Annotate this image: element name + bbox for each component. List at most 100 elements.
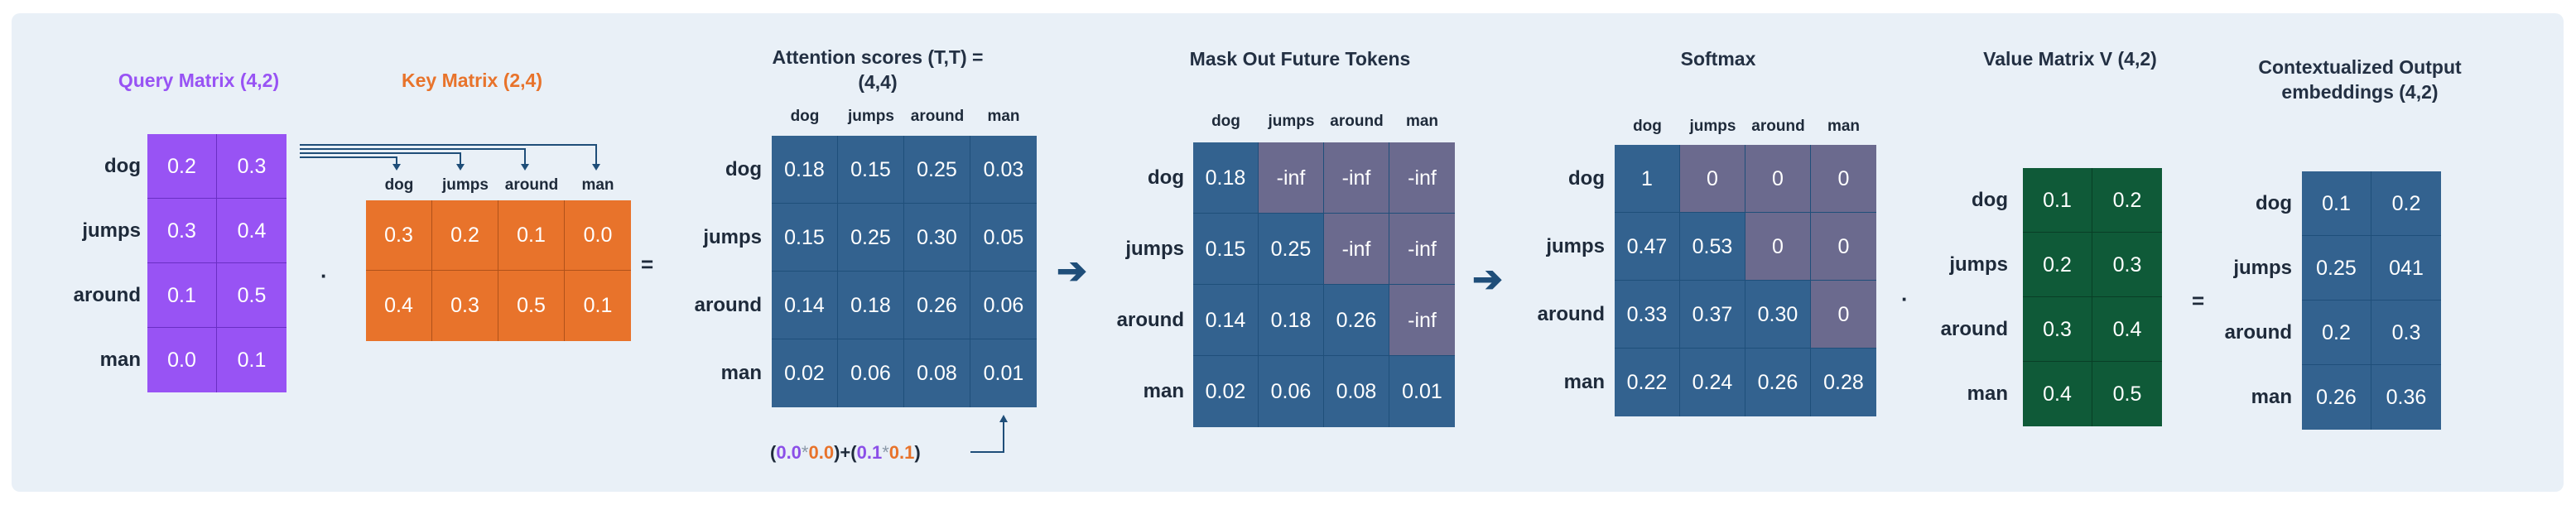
mask-title: Mask Out Future Tokens: [1189, 48, 1411, 70]
key-col-label-around: around: [504, 176, 559, 194]
value-row-label-jumps: jumps: [1949, 253, 2008, 276]
scores-title-line2: (4,4): [858, 71, 898, 93]
value-row-label-man: man: [1967, 382, 2008, 405]
formula-key-value-1: 0.0: [808, 442, 835, 463]
formula-close-paren-1: ): [834, 442, 840, 463]
output-cell-r2c1: 0.25: [2302, 236, 2371, 301]
scores-col-label-around: around: [910, 108, 965, 125]
key-matrix-title: Key Matrix (2,4): [401, 70, 542, 91]
masked-cell-r3c2: 0.18: [1259, 285, 1324, 356]
softmax-row-label-around: around: [1537, 303, 1605, 325]
formula-pointer-arrow: [970, 415, 1008, 453]
softmax-cell-r3c2: 0.37: [1680, 281, 1745, 349]
scores-cell-r4c4: 0.01: [970, 339, 1037, 407]
value-cell-r4c2: 0.5: [2092, 362, 2162, 426]
output-title-line1: Contextualized Output: [2258, 56, 2462, 78]
scores-cell-r3c3: 0.26: [904, 272, 970, 339]
formula-query-value-1: 0.0: [776, 442, 802, 463]
value-cell-r4c1: 0.4: [2023, 362, 2092, 426]
dot-operator-1: ·: [320, 263, 328, 288]
softmax-cell-r2c4: 0: [1811, 213, 1876, 281]
formula-close-paren-2: ): [914, 442, 921, 463]
output-cell-r1c2: 0.2: [2371, 171, 2441, 236]
masked-cell-r1c1: 0.18: [1193, 142, 1259, 214]
masked-col-label-man: man: [1405, 113, 1439, 130]
masked-cell-r2c4: -inf: [1389, 214, 1455, 285]
masked-cell-r4c1: 0.02: [1193, 356, 1259, 427]
value-cell-r3c2: 0.4: [2092, 297, 2162, 362]
masked-cell-r4c4: 0.01: [1389, 356, 1455, 427]
output-row-label-man: man: [2251, 386, 2292, 408]
value-matrix-title: Value Matrix V (4,2): [1983, 48, 2157, 70]
softmax-cell-r4c1: 0.22: [1615, 349, 1680, 416]
softmax-cell-r1c2: 0: [1680, 145, 1745, 213]
formula-multiply-2: *: [882, 442, 889, 463]
masked-cell-r2c3: -inf: [1324, 214, 1389, 285]
key-cell-r2c1: 0.4: [366, 271, 432, 341]
formula-open-paren-1: (: [770, 442, 777, 463]
value-cell-r3c1: 0.3: [2023, 297, 2092, 362]
masked-row-label-dog: dog: [1148, 166, 1184, 189]
softmax-row-label-man: man: [1563, 371, 1605, 393]
formula-multiply-1: *: [801, 442, 809, 463]
masked-cell-r1c4: -inf: [1389, 142, 1455, 214]
scores-col-label-jumps: jumps: [848, 108, 894, 125]
formula-open-paren-2: (: [850, 442, 857, 463]
scores-cell-r1c4: 0.03: [970, 136, 1037, 204]
masked-cell-r1c3: -inf: [1324, 142, 1389, 214]
key-col-label-jumps: jumps: [442, 176, 489, 194]
softmax-col-label-dog: dog: [1633, 118, 1662, 135]
softmax-cell-r1c3: 0: [1745, 145, 1811, 213]
scores-cell-r4c1: 0.02: [772, 339, 838, 407]
scores-cell-r3c1: 0.14: [772, 272, 838, 339]
scores-title-line1: Attention scores (T,T) =: [772, 46, 984, 68]
softmax-cell-r3c4: 0: [1811, 281, 1876, 349]
softmax-col-label-man: man: [1827, 118, 1861, 135]
masked-row-label-jumps: jumps: [1125, 238, 1184, 260]
key-col-label-dog: dog: [384, 176, 414, 194]
output-cell-r2c2: 041: [2371, 236, 2441, 301]
query-cell-r4c1: 0.0: [147, 328, 217, 392]
softmax-cell-r1c4: 0: [1811, 145, 1876, 213]
softmax-cell-r4c3: 0.26: [1745, 349, 1811, 416]
arrow-icon-1: ➔: [1057, 251, 1087, 291]
query-row-label-dog: dog: [104, 155, 141, 177]
query-cell-r1c2: 0.3: [217, 134, 286, 199]
softmax-cell-r3c3: 0.30: [1745, 281, 1811, 349]
output-row-label-around: around: [2224, 321, 2292, 344]
transpose-connector-lines: [300, 144, 600, 171]
key-cell-r1c2: 0.2: [432, 200, 498, 271]
masked-cell-r4c3: 0.08: [1324, 356, 1389, 427]
masked-col-label-dog: dog: [1211, 113, 1240, 130]
masked-cell-r2c1: 0.15: [1193, 214, 1259, 285]
scores-col-label-dog: dog: [790, 108, 820, 125]
query-row-label-man: man: [99, 349, 141, 371]
output-row-label-dog: dog: [2256, 192, 2292, 214]
output-cell-r3c2: 0.3: [2371, 301, 2441, 365]
query-matrix-title: Query Matrix (4,2): [118, 70, 280, 91]
formula-key-value-2: 0.1: [888, 442, 915, 463]
scores-row-label-dog: dog: [725, 158, 762, 180]
softmax-cell-r1c1: 1: [1615, 145, 1680, 213]
softmax-title: Softmax: [1680, 48, 1756, 70]
equals-operator-2: =: [2192, 288, 2205, 313]
scores-cell-r3c4: 0.06: [970, 272, 1037, 339]
value-cell-r1c2: 0.2: [2092, 168, 2162, 233]
key-cell-r1c3: 0.1: [498, 200, 565, 271]
softmax-cell-r3c1: 0.33: [1615, 281, 1680, 349]
scores-cell-r2c4: 0.05: [970, 204, 1037, 272]
scores-row-label-jumps: jumps: [703, 226, 762, 248]
output-cell-r4c2: 0.36: [2371, 365, 2441, 430]
key-cell-r1c4: 0.0: [565, 200, 631, 271]
arrow-icon-2: ➔: [1472, 259, 1503, 300]
softmax-row-label-dog: dog: [1568, 167, 1605, 190]
softmax-cell-r4c2: 0.24: [1680, 349, 1745, 416]
scores-cell-r2c3: 0.30: [904, 204, 970, 272]
softmax-col-label-jumps: jumps: [1689, 118, 1736, 135]
equals-operator-1: =: [641, 252, 654, 277]
softmax-cell-r4c4: 0.28: [1811, 349, 1876, 416]
masked-row-label-man: man: [1143, 380, 1184, 402]
output-row-label-jumps: jumps: [2233, 257, 2292, 279]
scores-row-label-around: around: [694, 294, 762, 316]
